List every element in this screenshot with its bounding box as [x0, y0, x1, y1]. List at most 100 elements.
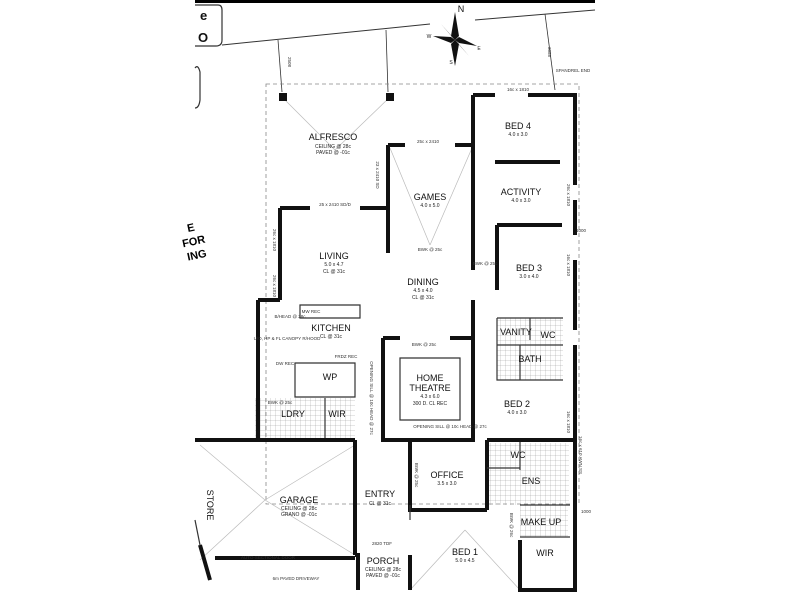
room-bed3: BED 3 3.0 x 4.0: [516, 263, 542, 280]
note: 26c x 1810: [272, 275, 277, 298]
room-bath: BATH: [518, 354, 541, 364]
room-note: CL @ 31c: [412, 295, 435, 301]
room-name: ENTRY: [365, 489, 395, 499]
note: 26c x 1810: [272, 229, 277, 252]
room-wir-2: WIR: [536, 548, 554, 558]
room-note: CEILING @ 28c: [281, 506, 317, 512]
corner-text-bottom: O: [198, 30, 208, 45]
note: 2820 TDF: [372, 541, 392, 546]
room-size: 4.0 x 5.0: [420, 203, 439, 209]
room-note: CEILING @ 28c: [365, 567, 401, 573]
room-name: KITCHEN: [311, 323, 351, 333]
room-name: BED 1: [452, 547, 478, 557]
note: 1000: [581, 509, 592, 514]
note: 16c x 1810: [507, 87, 530, 92]
corner-label-box: [195, 4, 223, 47]
note: BWK @ 25c: [414, 463, 419, 488]
compass-e: E: [477, 46, 481, 52]
note: 25c x 2410: [417, 139, 440, 144]
room-note: PAVED @ -01c: [366, 573, 400, 579]
note: BWK @ 25c: [473, 261, 498, 266]
room-activity: ACTIVITY 4.0 x 3.0: [501, 187, 542, 204]
room-name: LIVING: [319, 251, 349, 261]
note: AUTO-SECTIONAL DOOR: [241, 555, 296, 560]
room-home-theatre: HOME THEATRE 4.3 x 6.0 300 D. CL REC: [409, 373, 450, 407]
note: OPENING SILL @ 10c HEAD @ 27c: [413, 424, 487, 429]
room-note: 300 D. CL REC: [413, 401, 448, 407]
room-porch: PORCH CEILING @ 28c PAVED @ -01c: [365, 556, 401, 579]
plan-notes: 16c x 1810 25c x 2410 23 x 2410 SD 25 x …: [241, 87, 592, 581]
note: BWK @ 25c: [268, 400, 293, 405]
corner-text-top: e: [200, 8, 207, 23]
note: BWK @ 25c: [418, 247, 443, 252]
note: 25 x 2410 SD/D: [319, 202, 352, 207]
room-name: OFFICE: [431, 470, 464, 480]
room-size: 5.0 x 4.7: [324, 262, 343, 268]
room-note: CL @ 31c: [323, 269, 346, 275]
note: B/HEAD @ 28c: [274, 314, 306, 319]
room-alfresco: ALFRESCO CEILING @ 28c PAVED @ -01c: [309, 132, 358, 156]
left-label-box: [194, 66, 201, 109]
note: 16c x 1810: [566, 254, 571, 277]
room-dining: DINING 4.5 x 4.0 CL @ 31c: [407, 277, 439, 301]
room-size: 3.5 x 3.0: [437, 481, 456, 487]
note: BWK @ 26c: [509, 513, 514, 538]
room-name: PORCH: [367, 556, 400, 566]
note: 26c x 1810: [566, 184, 571, 207]
note: OPENING SILL @ 10c HEAD @ 27c: [369, 361, 374, 435]
room-games: GAMES 4.0 x 5.0: [414, 192, 447, 209]
room-kitchen: KITCHEN CL @ 31c: [311, 323, 351, 340]
room-note: GRANO @ -01c: [281, 512, 317, 518]
compass-rose-icon: N W E S: [427, 4, 481, 66]
room-garage: GARAGE CEILING @ 28c GRANO @ -01c: [280, 495, 319, 518]
laundry-tiles: [255, 398, 355, 438]
note: 16c x 610 AWN SS: [578, 436, 583, 474]
boundary-dim-right: 3858: [547, 47, 552, 58]
room-name: BED 2: [504, 399, 530, 409]
ensuite-tiles: [487, 443, 569, 505]
note: MW REC: [302, 309, 321, 314]
compass-s: S: [449, 60, 453, 66]
compass-n: N: [458, 4, 465, 14]
setback-line: [544, 13, 556, 91]
room-size: 4.0 x 3.0: [511, 198, 530, 204]
room-size: 3.0 x 4.0: [519, 274, 538, 280]
boundary-line: [221, 23, 431, 46]
room-store: STORE: [205, 490, 215, 521]
room-office: OFFICE 3.5 x 3.0: [431, 470, 464, 487]
room-note: CL @ 31c: [320, 334, 343, 340]
spandrel-label: SPANDREL END: [556, 68, 591, 73]
side-text-2: FOR: [181, 234, 206, 251]
room-name: GAMES: [414, 192, 447, 202]
note: 6m PAVED DRIVEWAY: [273, 576, 320, 581]
room-wc-2: WC: [511, 450, 526, 460]
roof-outline: [265, 83, 580, 505]
note: BWK @ 25c: [412, 342, 437, 347]
note: 1000: [576, 228, 587, 233]
room-note: CL @ 31c: [369, 501, 392, 507]
room-bed1: BED 1 5.0 x 4.5: [452, 547, 478, 564]
room-vanity: VANITY: [500, 327, 532, 337]
boundary-dim-left: 2508: [287, 57, 292, 68]
room-name: ALFRESCO: [309, 132, 358, 142]
room-name: DINING: [407, 277, 439, 287]
room-name: BED 3: [516, 263, 542, 273]
room-bed4: BED 4 4.0 x 3.0: [505, 121, 531, 138]
room-name: GARAGE: [280, 495, 319, 505]
scan-edge: [195, 0, 595, 3]
compass-w: W: [427, 34, 432, 40]
note: DW REC: [276, 361, 295, 366]
room-size: 4.3 x 6.0: [420, 394, 439, 400]
roof-hip-lines: [199, 96, 521, 591]
room-wc: WC: [541, 330, 556, 340]
room-ens: ENS: [522, 476, 541, 486]
room-bed2: BED 2 4.0 x 3.0: [504, 399, 530, 416]
setback-line: [385, 29, 389, 93]
walls: [195, 93, 577, 592]
room-note: CEILING @ 28c: [315, 144, 351, 150]
room-entry: ENTRY CL @ 31c: [365, 489, 395, 507]
makeup-tiles: [520, 505, 568, 537]
room-living: LIVING 5.0 x 4.7 CL @ 31c: [319, 251, 349, 275]
room-size: 4.0 x 3.0: [508, 132, 527, 138]
